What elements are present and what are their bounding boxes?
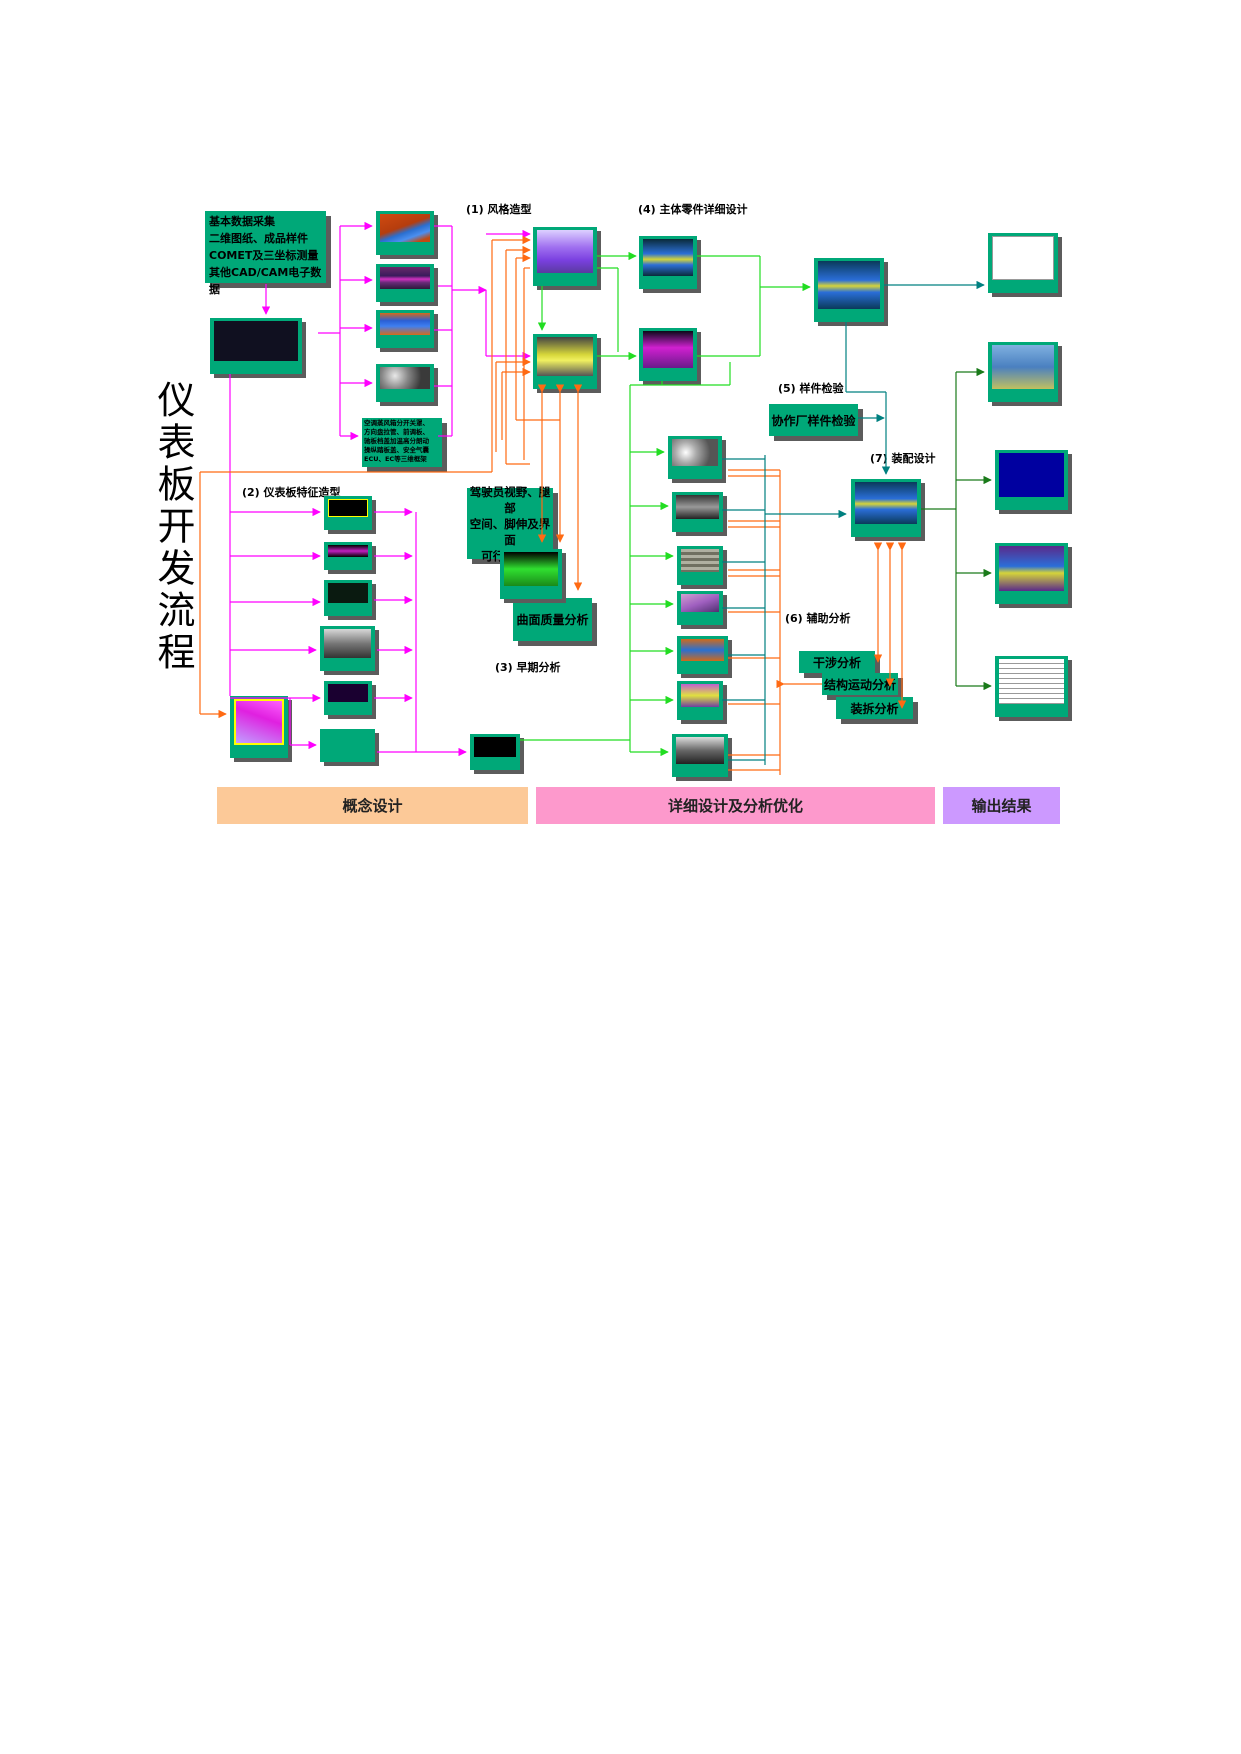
thumb-feature-5 [324,681,372,715]
source-data-box: 基本数据采集 二维图纸、成品样件 COMET及三坐标测量 其他CAD/CAM电子… [205,211,326,283]
thumb-concept-model-1 [376,264,434,302]
source-line: 其他CAD/CAM电子数据 [209,264,322,298]
thumb-feature-1 [324,496,372,530]
early-line: 空间、脚伸及界面 [467,516,553,548]
thumb-outer-styling [533,227,597,286]
thumb-feature-3 [324,580,372,616]
surface-analysis-box: 曲面质量分析 [513,598,592,641]
component-line: 方向盘拉管、前调板、 [364,428,440,437]
thumb-detail-7 [672,734,728,777]
stage-label-detail-design: (4) 主体零件详细设计 [638,201,748,217]
thumb-early-result [470,734,520,770]
thumb-class-a [230,696,288,758]
thumb-inner-styling [533,334,597,389]
component-line: 驰板档盖加温高分朗动 [364,437,440,446]
thumb-feature-2 [324,542,372,570]
thumb-concept-model-3 [376,364,434,402]
thumb-output-drawing [988,233,1058,293]
component-line: 操纵踏板盖、安全气囊 [364,446,440,455]
thumb-assembly [851,479,921,537]
thumb-main-part-2 [639,328,697,381]
thumb-base-data [210,318,302,374]
early-line: 驾驶员视野、腿部 [467,484,553,516]
stage-label-aux-analysis: (6) 辅助分析 [785,610,851,626]
thumb-main-part-1 [639,236,697,289]
stage-label-assembly-design: (7) 装配设计 [870,450,936,466]
thumb-concept-model-2 [376,310,434,348]
stage-label-early-analysis: (3) 早期分析 [495,659,561,675]
thumb-detail-4 [677,591,723,625]
band-output: 输出结果 [943,787,1060,824]
thumb-detail-2 [672,492,723,532]
thumb-detail-6 [677,681,723,720]
thumb-detail-5 [677,636,728,674]
thumb-detail-1 [668,436,722,479]
source-line: 二维图纸、成品样件 [209,230,322,247]
kinematics-analysis-box: 结构运动分析 [822,673,898,695]
component-line: ECU、EC等三维框架 [364,455,440,464]
disassembly-analysis-box: 装拆分析 [836,697,913,719]
page-title: 仪表板开发流程 [150,380,196,674]
interference-analysis-box: 干涉分析 [799,651,875,673]
component-line: 空调蒸风箱分开关罩、 [364,419,440,428]
thumb-output-model [995,543,1068,604]
source-line: COMET及三坐标测量 [209,247,322,264]
stage-label-sample-check: (5) 样件检验 [778,380,844,396]
thumb-output-list [995,450,1068,510]
source-line: 基本数据采集 [209,213,322,230]
thumb-feature-4 [320,626,375,671]
thumb-feature-6 [320,729,375,762]
thumb-assembled-body [814,258,884,322]
stage-label-styling: (1) 风格造型 [466,201,532,217]
thumb-styling-sketch [376,211,434,255]
component-data-box: 空调蒸风箱分开关罩、 方向盘拉管、前调板、 驰板档盖加温高分朗动 操纵踏板盖、安… [362,418,442,467]
thumb-detail-3 [677,546,723,585]
thumb-early-model [500,549,562,599]
sample-check-box: 协作厂样件检验 [769,404,858,436]
band-concept-design: 概念设计 [217,787,528,824]
band-detail-design: 详细设计及分析优化 [536,787,935,824]
thumb-output-nc [988,342,1058,402]
thumb-output-report [995,656,1068,717]
